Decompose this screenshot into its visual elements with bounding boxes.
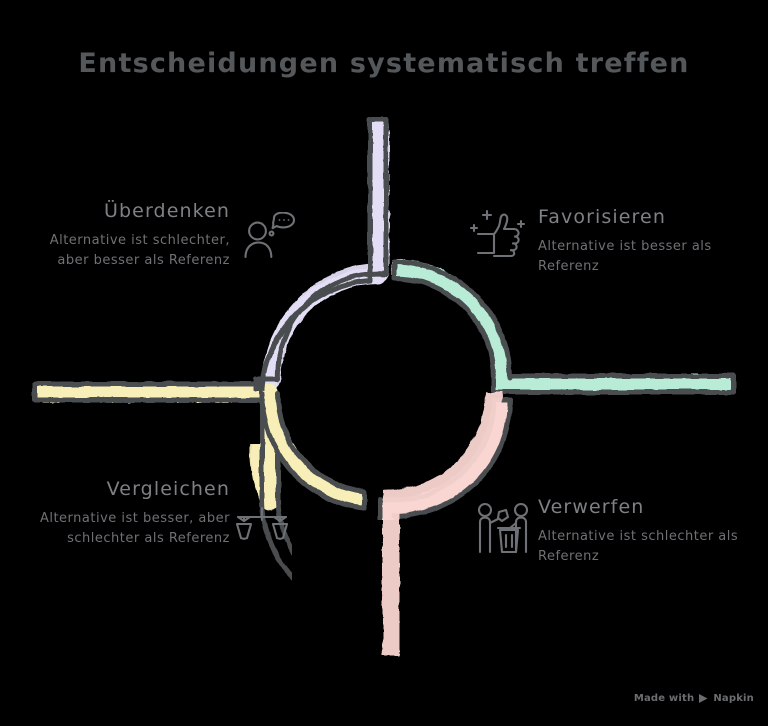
arc-fill-verwerfen-2 [382, 391, 503, 656]
quadrant-verwerfen-heading: Verwerfen [538, 496, 645, 518]
arc-vergleichen-2 [264, 393, 364, 506]
arc-outline-favorisieren-a [391, 259, 736, 381]
quadrant-vergleichen-heading: Vergleichen [106, 478, 230, 500]
quadrant-favorisieren-heading: Favorisieren [538, 206, 666, 228]
person-thought-bubble-icon [244, 211, 298, 266]
thumbs-up-sparkle-icon [469, 208, 526, 264]
napkin-watermark: Made with Napkin [634, 693, 754, 704]
arc-outline-favorisieren-b [391, 275, 736, 395]
quadrant-favorisieren-body: Alternative ist besser als Referenz [538, 239, 712, 274]
quadrant-ueberdenken-heading: Überdenken [104, 200, 230, 222]
quadrant-vergleichen: Vergleichen Alternative ist besser, aber… [18, 478, 230, 549]
arc-outline-verwerfen-a [391, 397, 513, 664]
watermark-brand: Napkin [713, 693, 754, 704]
arc-outline-ueberdenken-b [253, 116, 389, 382]
napkin-play-logo-icon [699, 694, 708, 703]
balance-scale-icon [234, 506, 290, 560]
page-title: Entscheidungen systematisch treffen [78, 48, 690, 79]
quadrant-verwerfen-body: Alternative ist schlechter als Referenz [538, 529, 739, 564]
quadrant-ueberdenken-body: Alternative ist schlechter, aber besser … [49, 233, 230, 268]
arc-outline-vergleichen-c [259, 391, 367, 511]
arc-outline-vergleichen-d [275, 391, 367, 495]
watermark-prefix: Made with [633, 693, 695, 704]
quadrant-ueberdenken: Überdenken Alternative ist schlechter, a… [18, 200, 230, 271]
arc-favorisieren [393, 262, 732, 392]
quadrant-verwerfen: Verwerfen Alternative ist schlechter als… [538, 496, 756, 567]
arc-verwerfen [380, 399, 510, 660]
quadrant-vergleichen-body: Alternative ist besser, aber schlechter … [39, 511, 230, 546]
people-discard-bin-icon [476, 502, 532, 562]
quadrant-favorisieren: Favorisieren Alternative ist besser als … [538, 206, 754, 277]
